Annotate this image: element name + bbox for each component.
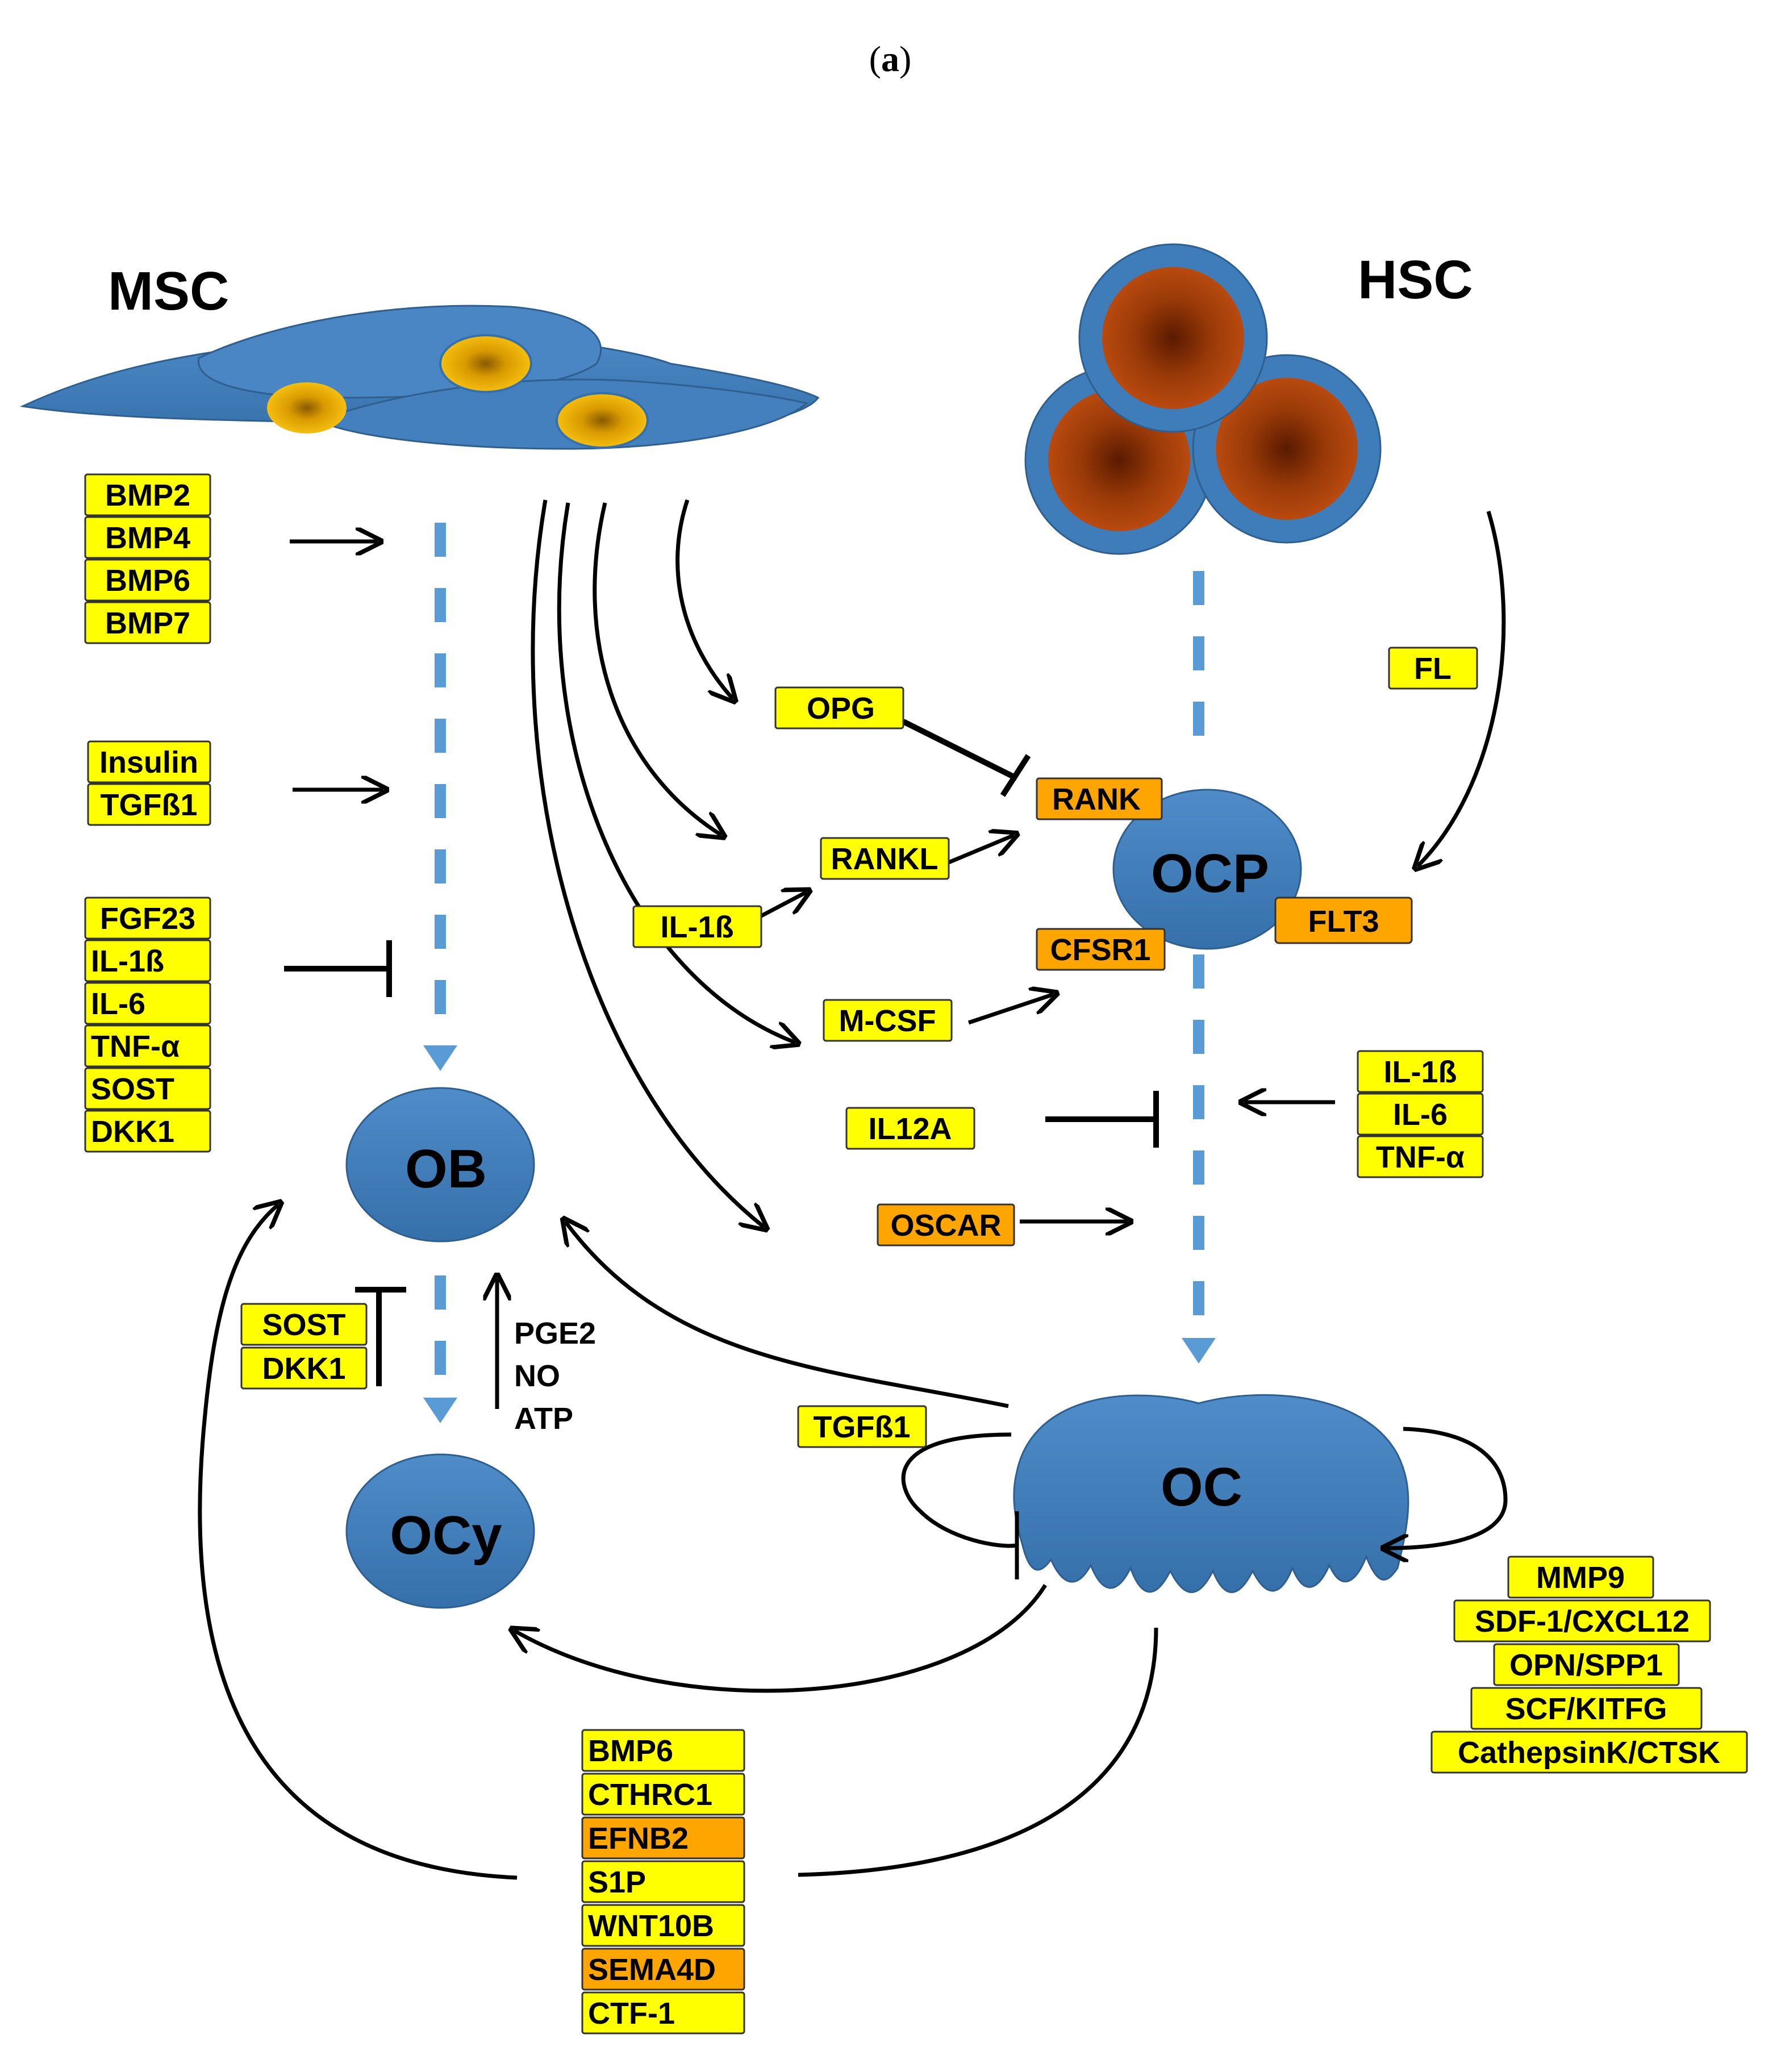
connector-arrows: [198, 499, 1508, 1880]
rank-box: [1036, 777, 1163, 820]
bmp7-label: BMP7: [105, 606, 190, 640]
no-label: NO: [514, 1359, 560, 1393]
msc-label: MSC: [108, 261, 229, 322]
inhibitor-group-right: IL-1ß IL-6 TNF-α: [1357, 1050, 1484, 1178]
rankl-box: [820, 837, 950, 880]
mcsf-box: [823, 999, 953, 1042]
atp-label: ATP: [514, 1402, 573, 1436]
ocy-label: OCy: [390, 1505, 502, 1566]
oc-cell: [1013, 1394, 1409, 1593]
insulin-label: Insulin: [99, 745, 198, 779]
wnt10b-label: WNT10B: [588, 1909, 714, 1943]
sost-left-label: SOST: [91, 1072, 174, 1106]
il1b-left-label: IL-1ß: [91, 944, 164, 978]
s1p-label: S1P: [588, 1865, 646, 1899]
oscar-box: [877, 1203, 1015, 1246]
bmp-group: BMP2 BMP4 BMP6 BMP7: [84, 473, 211, 644]
sema4d-label: SEMA4D: [588, 1953, 716, 1987]
inhibitor-group-left: FGF23 IL-1ß IL-6 TNF-α SOST DKK1: [84, 897, 211, 1153]
ctf1-label: CTF-1: [588, 1996, 675, 2031]
oc-label: OC: [1161, 1457, 1242, 1517]
ob-inhibitor-group: SOST DKK1: [240, 1303, 368, 1390]
il1b-mid-box: [632, 905, 762, 948]
il1b-mid-label: IL-1ß: [661, 910, 734, 944]
dkk1-ob-label: DKK1: [262, 1352, 345, 1386]
panel-label: (a): [869, 39, 912, 79]
sost-ob-label: SOST: [262, 1308, 345, 1342]
hsc-label: HSC: [1358, 249, 1473, 310]
opn-label: OPN/SPP1: [1509, 1648, 1663, 1682]
oc-secreted-group: MMP9 SDF-1/CXCL12 OPN/SPP1 SCF/KITFG Cat…: [1430, 1556, 1748, 1774]
ob-cell: [345, 1087, 535, 1243]
flt3-box: [1274, 897, 1413, 944]
scf-label: SCF/KITFG: [1505, 1692, 1667, 1726]
bmp6-bottom-label: BMP6: [588, 1734, 673, 1768]
ob-label: OB: [405, 1139, 487, 1199]
fl-label: FL: [1414, 652, 1452, 686]
tnfa-right-label: TNF-α: [1376, 1140, 1465, 1174]
cfsr1-box: [1036, 928, 1166, 971]
sdf1-label: SDF-1/CXCL12: [1475, 1604, 1690, 1639]
fgf23-label: FGF23: [100, 902, 195, 936]
insulin-group: Insulin TGFß1: [87, 740, 211, 826]
bmp2-label: BMP2: [105, 478, 190, 512]
il1b-right-label: IL-1ß: [1384, 1055, 1457, 1089]
cfsr1-label: CFSR1: [1050, 933, 1150, 967]
mmp9-label: MMP9: [1536, 1561, 1625, 1595]
il12a-box: [845, 1107, 975, 1150]
coupling-factor-group: BMP6 CTHRC1 EFNB2 S1P WNT10B SEMA4D CTF-…: [581, 1729, 745, 2035]
tgfb1-oc-box: [797, 1405, 927, 1448]
ob-to-ocy-arrowhead: [423, 1398, 457, 1423]
ocy-cell: [345, 1453, 535, 1609]
tgfb1-left-label: TGFß1: [101, 788, 198, 822]
hsc-cell-group: [1024, 243, 1382, 555]
ocp-cell: [1112, 789, 1302, 950]
ocp-to-oc-arrowhead: [1182, 1338, 1216, 1364]
il12a-label: IL12A: [868, 1112, 952, 1146]
msc-cell-group: [19, 305, 820, 450]
efnb2-label: EFNB2: [588, 1821, 689, 1856]
il6-left-label: IL-6: [91, 987, 145, 1021]
msc-to-ob-arrowhead: [423, 1045, 457, 1071]
pge2-label: PGE2: [514, 1316, 596, 1350]
opg-label: OPG: [807, 691, 875, 726]
mcsf-label: M-CSF: [839, 1004, 936, 1038]
il6-right-label: IL-6: [1393, 1098, 1448, 1132]
cthrc1-label: CTHRC1: [588, 1778, 712, 1812]
ocp-label: OCP: [1151, 843, 1269, 904]
ctsk-label: CathepsinK/CTSK: [1458, 1736, 1720, 1770]
bmp4-label: BMP4: [105, 521, 190, 555]
flt3-label: FLT3: [1308, 904, 1379, 939]
tnfa-left-label: TNF-α: [91, 1029, 180, 1064]
ocy-signal-list: PGE2 NO ATP: [514, 1316, 596, 1436]
inhibition-lines: [284, 719, 1159, 1579]
oscar-label: OSCAR: [890, 1208, 1001, 1243]
tgfb1-oc-label: TGFß1: [814, 1410, 911, 1444]
fl-box: [1388, 647, 1478, 690]
rankl-label: RANKL: [831, 842, 939, 876]
opg-box: [774, 686, 904, 729]
rank-label: RANK: [1052, 782, 1141, 816]
dkk1-left-label: DKK1: [91, 1115, 174, 1149]
bmp6-label: BMP6: [105, 564, 190, 598]
